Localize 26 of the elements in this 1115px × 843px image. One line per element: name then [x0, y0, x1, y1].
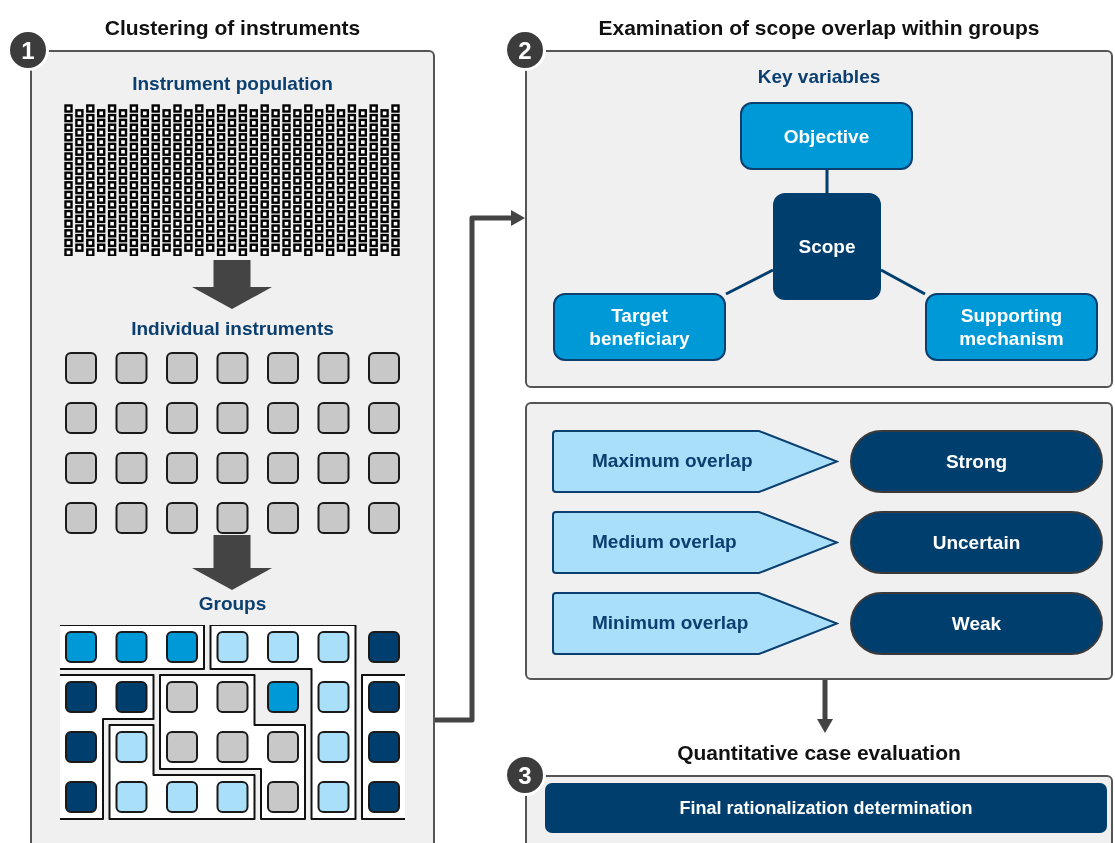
section-heading: Key variables	[756, 66, 882, 88]
number-badge: 3	[504, 754, 546, 796]
panel-title: Quantitative case evaluation	[676, 741, 962, 765]
arrow	[817, 680, 833, 733]
panel-title: Examination of scope overlap within groups	[597, 16, 1041, 40]
panel-title: Clustering of instruments	[103, 16, 362, 40]
block-arrow	[192, 260, 272, 309]
variable-box: Target beneficiary	[553, 293, 726, 361]
central-variable-box: Scope	[773, 193, 881, 300]
arrow	[435, 210, 525, 723]
chevron-label: Minimum overlap	[592, 611, 749, 634]
chevron-label: Maximum overlap	[592, 449, 753, 472]
variable-box: Supporting mechanism	[925, 293, 1098, 361]
number-badge: 1	[7, 29, 49, 71]
rating-pill: Uncertain	[850, 511, 1103, 574]
number-badge: 2	[504, 29, 546, 71]
panel-background	[525, 402, 1113, 680]
block-arrow	[192, 535, 272, 590]
connector-line	[825, 170, 829, 193]
rating-pill: Strong	[850, 430, 1103, 493]
result-bar: Final rationalization determination	[545, 783, 1107, 833]
variable-box: Objective	[740, 102, 913, 170]
rating-pill: Weak	[850, 592, 1103, 655]
connector-line	[880, 268, 926, 296]
connector-line	[725, 268, 774, 296]
chevron-label: Medium overlap	[592, 530, 737, 553]
